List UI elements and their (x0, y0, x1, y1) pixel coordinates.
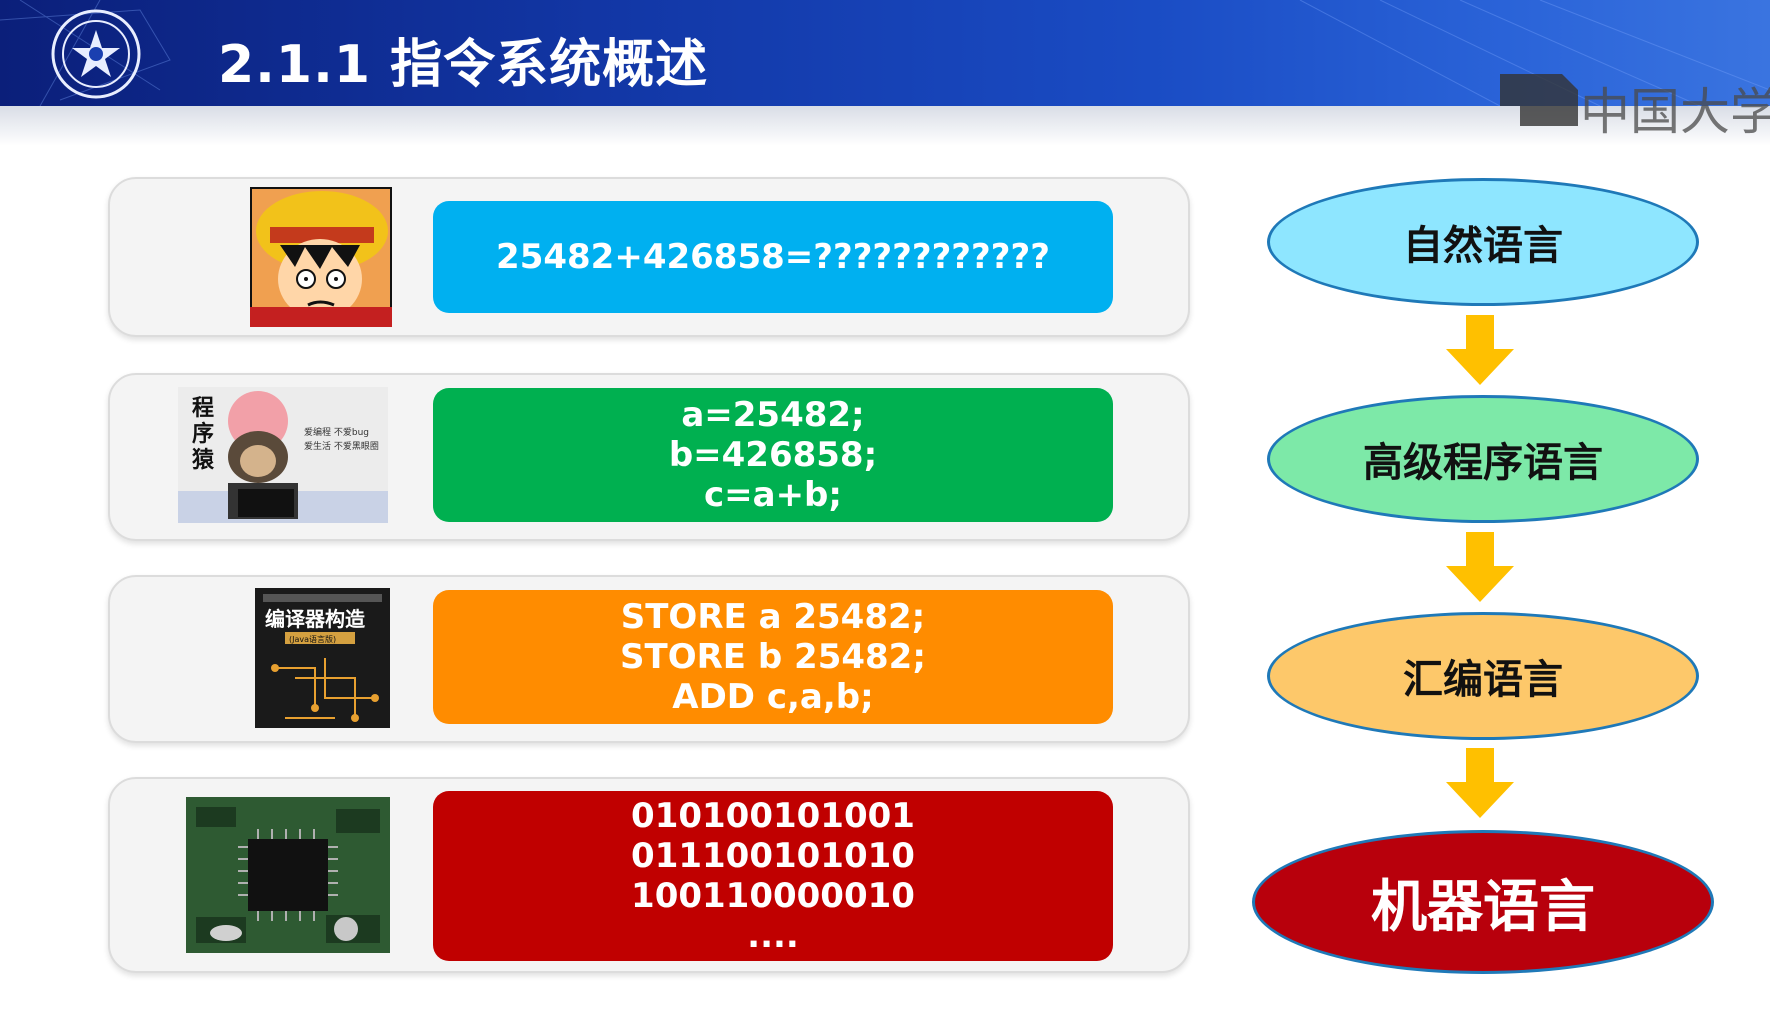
assembly-code-box: STORE a 25482; STORE b 25482; ADD c,a,b; (433, 590, 1113, 724)
monkey-image-text-3: 猿 (191, 448, 215, 473)
arrow-down-icon (1446, 532, 1514, 602)
code-line: .... (747, 916, 799, 956)
monkey-image-text-2: 序 (192, 421, 214, 447)
arrow-down-icon (1446, 315, 1514, 385)
monkey-image-caption-1: 爱编程 不爱bug (304, 426, 369, 438)
slide-title: 2.1.1 指令系统概述 (218, 35, 709, 95)
university-logo (51, 9, 141, 99)
header-decoration (0, 0, 1770, 106)
code-line: STORE a 25482; (620, 597, 926, 637)
book-subtitle-text: (Java语言版) (289, 634, 336, 644)
ellipse-machine-language: 机器语言 (1252, 830, 1714, 974)
book-title-text: 编译器构造 (265, 607, 366, 631)
code-line: 100110000010 (631, 876, 915, 916)
row-machine-language: 010100101001 011100101010 100110000010 .… (108, 777, 1190, 973)
arrow-down-icon (1446, 748, 1514, 818)
ellipse-label: 高级程序语言 (1363, 440, 1603, 486)
programmer-monkey-image: 程 序 猿 爱编程 不爱bug 爱生活 不爱黑眼圈 (178, 387, 388, 523)
row-natural-language: 25482+426858=???????????? (108, 177, 1190, 337)
code-line: ADD c,a,b; (672, 677, 874, 717)
ellipse-label: 自然语言 (1403, 223, 1563, 269)
code-line: 25482+426858=???????????? (496, 237, 1050, 277)
code-line: b=426858; (668, 435, 878, 475)
code-line: 010100101001 (631, 796, 915, 836)
slide-header: 2.1.1 指令系统概述 (0, 0, 1770, 106)
header-shadow (0, 106, 1770, 146)
natural-language-code-box: 25482+426858=???????????? (433, 201, 1113, 313)
ellipse-label: 汇编语言 (1403, 657, 1563, 703)
ellipse-natural-language: 自然语言 (1267, 178, 1699, 306)
code-line: a=25482; (681, 395, 865, 435)
compiler-book-cover-image: 编译器构造 (Java语言版) (255, 588, 390, 728)
monkey-image-caption-2: 爱生活 不爱黑眼圈 (304, 440, 379, 452)
row-assembly-language: 编译器构造 (Java语言版) STORE a 25482; STORE b 2… (108, 575, 1190, 743)
code-line: STORE b 25482; (620, 637, 926, 677)
ellipse-label: 机器语言 (1371, 874, 1595, 940)
confused-cartoon-face-image (250, 187, 392, 327)
machine-code-box: 010100101001 011100101010 100110000010 .… (433, 791, 1113, 961)
ellipse-assembly-language: 汇编语言 (1267, 612, 1699, 740)
monkey-image-text-1: 程 (192, 396, 214, 421)
row-high-level-language: 程 序 猿 爱编程 不爱bug 爱生活 不爱黑眼圈 a=25482; b=426… (108, 373, 1190, 541)
code-line: c=a+b; (703, 475, 842, 515)
mooc-watermark-icon (1500, 74, 1578, 126)
circuit-board-chip-image (186, 797, 390, 953)
high-level-code-box: a=25482; b=426858; c=a+b; (433, 388, 1113, 522)
ellipse-high-level-language: 高级程序语言 (1267, 395, 1699, 523)
code-line: 011100101010 (631, 836, 915, 876)
mooc-watermark-text: 中国大学 (1580, 83, 1770, 141)
